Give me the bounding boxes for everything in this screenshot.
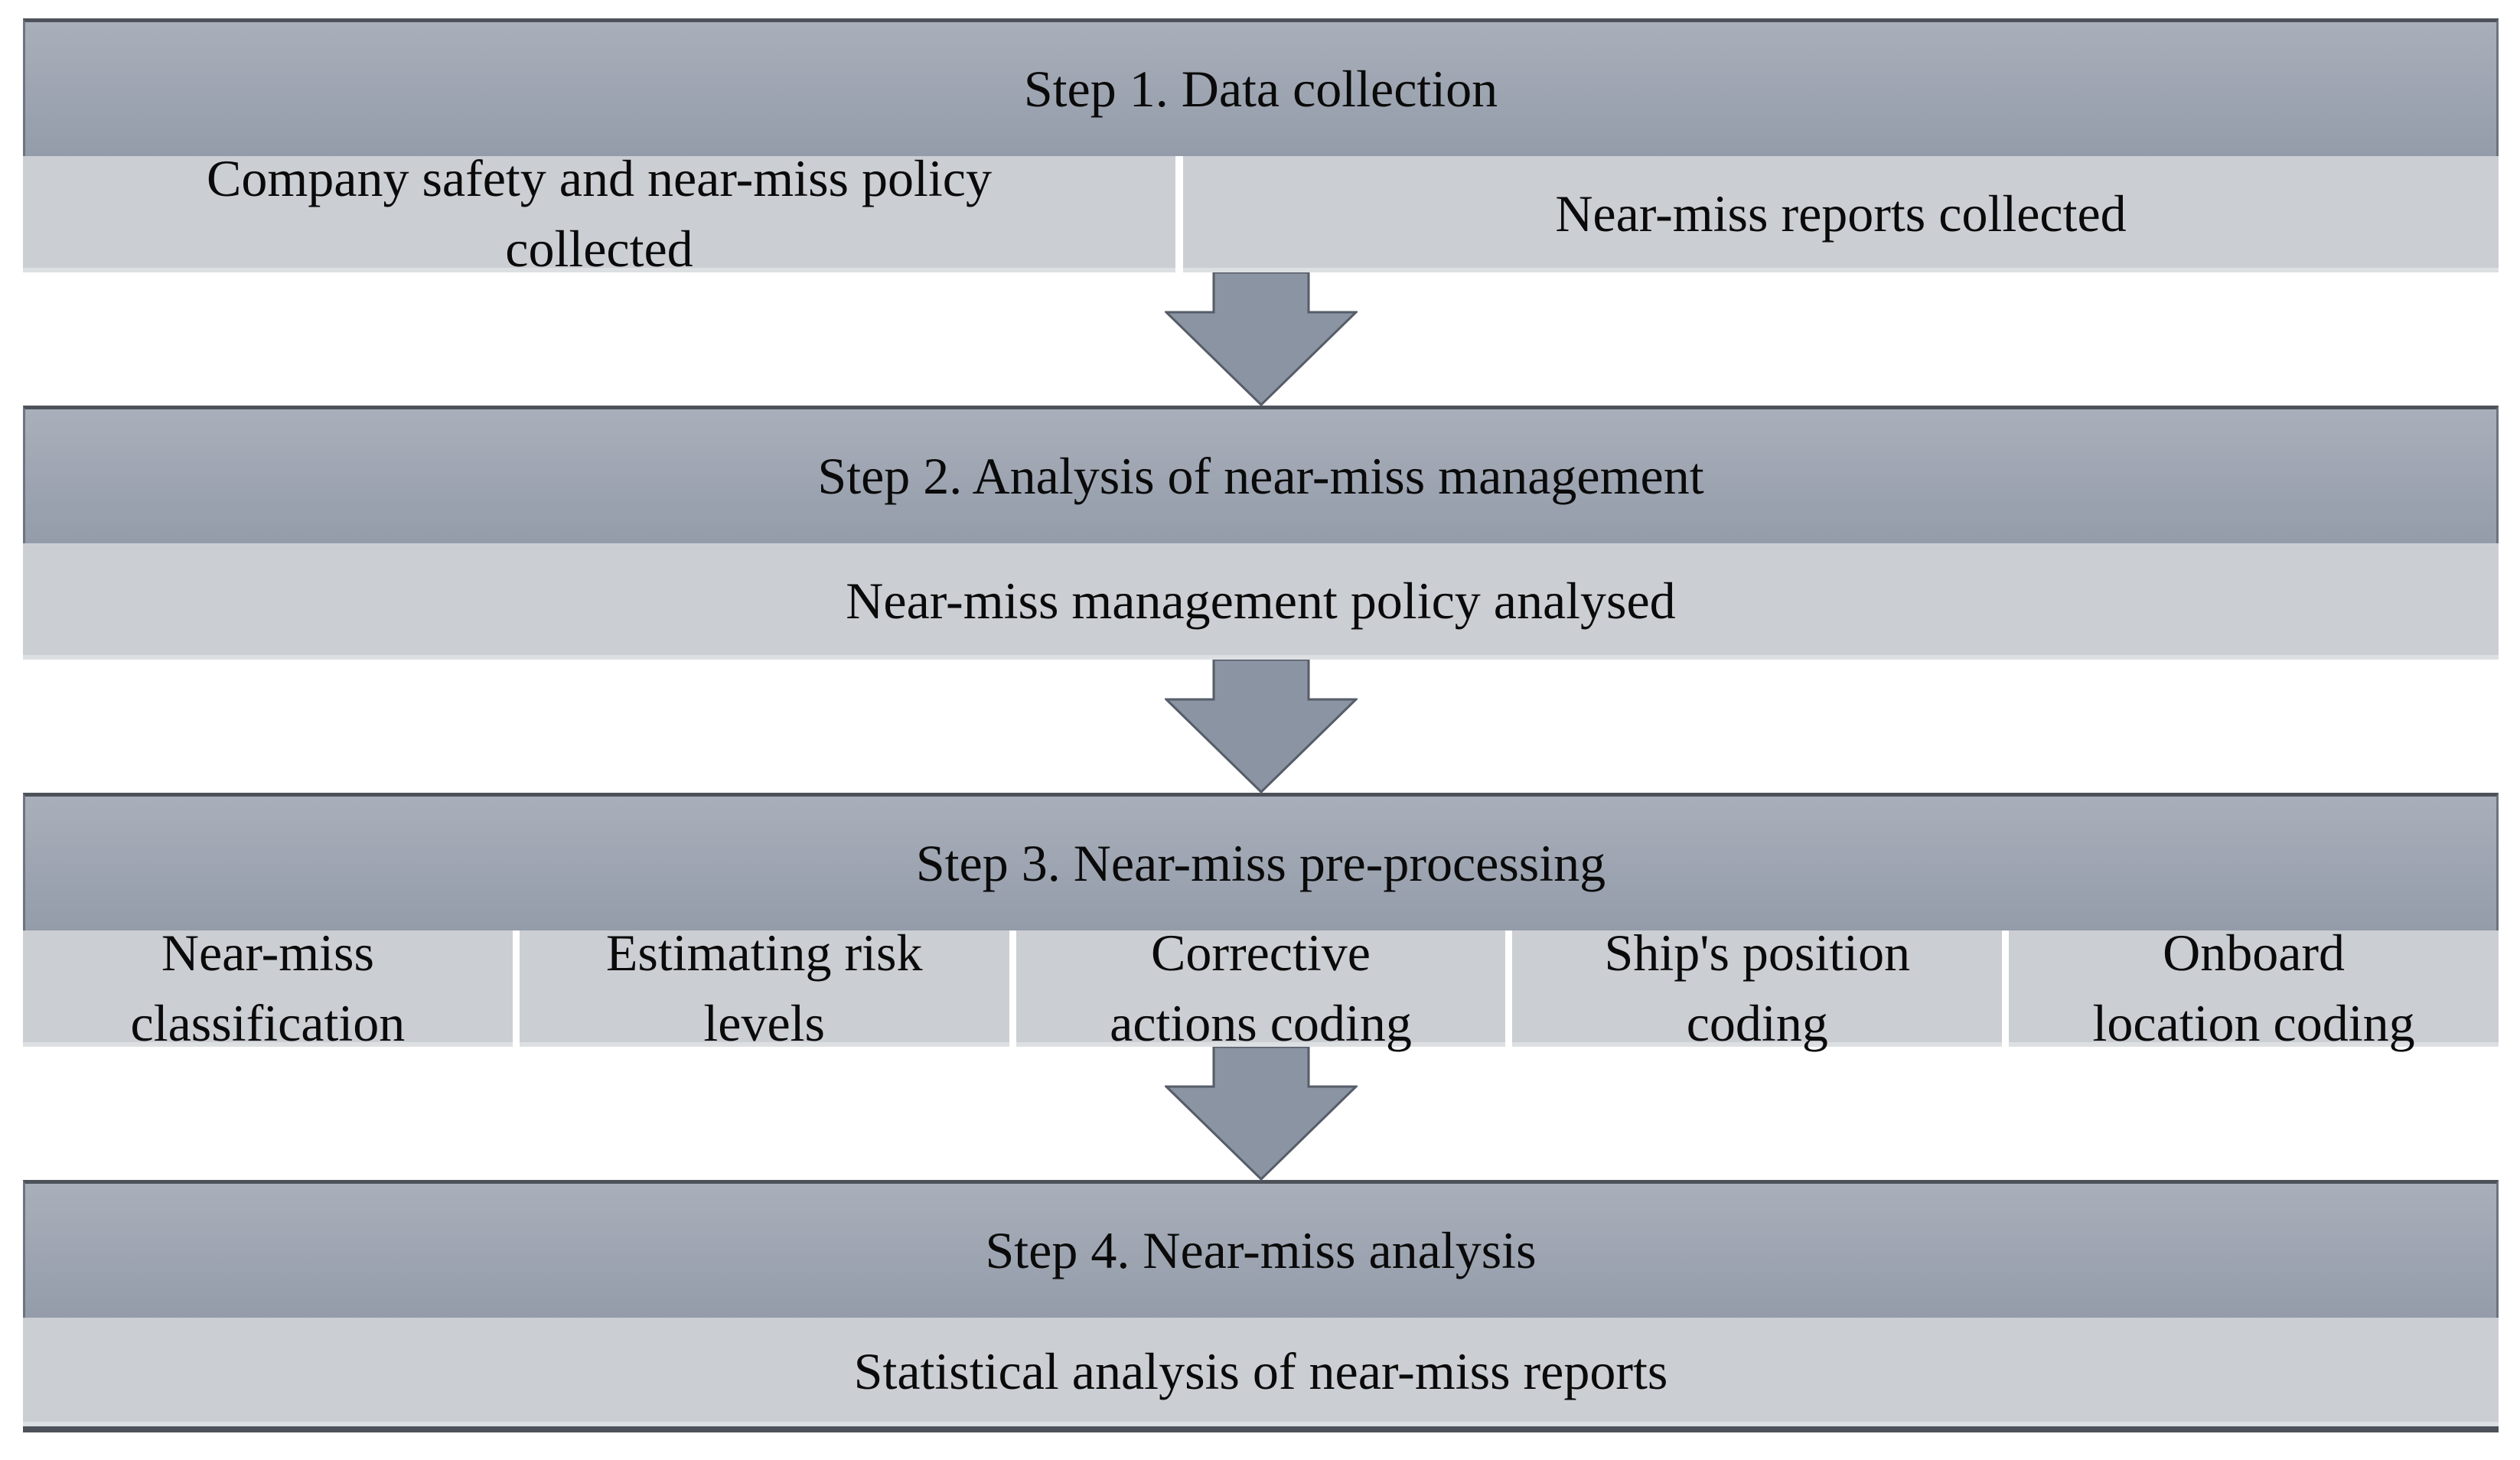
down-arrow-icon	[1164, 272, 1358, 406]
step-4-title: Step 4. Near-miss analysis	[985, 1220, 1537, 1279]
cell-near-miss-reports-collected-label: Near-miss reports collected	[1555, 184, 2127, 243]
step-2-title: Step 2. Analysis of near-miss management	[817, 446, 1704, 505]
step-2-cells: Near-miss management policy analysed	[23, 543, 2499, 660]
cell-statistical-analysis: Statistical analysis of near-miss report…	[23, 1318, 2499, 1426]
cell-estimating-risk-levels: Estimating risk levels	[519, 924, 1009, 1052]
arrow-step3-to-step4	[23, 1047, 2499, 1181]
step-3-title: Step 3. Near-miss pre-processing	[915, 833, 1606, 892]
step-2-block: Step 2. Analysis of near-miss management…	[23, 406, 2499, 660]
cell-corrective-actions-coding-label: Corrective actions coding	[1110, 924, 1412, 1052]
cell-company-policy-collected-label: Company safety and near-miss policy coll…	[207, 149, 992, 278]
cell-policy-analysed: Near-miss management policy analysed	[23, 543, 2499, 660]
cell-near-miss-classification: Near-miss classification	[23, 924, 513, 1052]
step-1-cells: Company safety and near-miss policy coll…	[23, 149, 2499, 278]
cell-estimating-risk-levels-label: Estimating risk levels	[605, 924, 923, 1052]
arrow-step1-to-step2	[23, 272, 2499, 406]
cell-near-miss-classification-label: Near-miss classification	[130, 924, 406, 1052]
cell-company-policy-collected: Company safety and near-miss policy coll…	[23, 149, 1175, 278]
cell-ships-position-coding-label: Ship's position coding	[1604, 924, 1911, 1052]
cell-corrective-actions-coding: Corrective actions coding	[1015, 924, 1506, 1052]
step-3-header: Step 3. Near-miss pre-processing	[23, 793, 2499, 930]
step-2-header: Step 2. Analysis of near-miss management	[23, 406, 2499, 543]
step-1-header: Step 1. Data collection	[23, 18, 2499, 156]
step-4-header: Step 4. Near-miss analysis	[23, 1180, 2499, 1318]
step-1-title: Step 1. Data collection	[1023, 59, 1498, 118]
cell-statistical-analysis-label: Statistical analysis of near-miss report…	[853, 1342, 1668, 1401]
down-arrow-icon	[1164, 1047, 1358, 1181]
cell-ships-position-coding: Ship's position coding	[1512, 924, 2003, 1052]
step-4-block: Step 4. Near-miss analysis Statistical a…	[23, 1180, 2499, 1432]
cell-near-miss-reports-collected: Near-miss reports collected	[1183, 156, 2499, 272]
step-1-block: Step 1. Data collection Company safety a…	[23, 18, 2499, 278]
arrow-step2-to-step3	[23, 660, 2499, 794]
down-arrow-icon	[1164, 660, 1358, 794]
cell-policy-analysed-label: Near-miss management policy analysed	[846, 572, 1676, 631]
step-3-cells: Near-miss classification Estimating risk…	[23, 924, 2499, 1052]
process-flow-diagram: Step 1. Data collection Company safety a…	[23, 18, 2499, 1432]
step-4-cells: Statistical analysis of near-miss report…	[23, 1318, 2499, 1426]
cell-onboard-location-coding-label: Onboard location coding	[2092, 924, 2415, 1052]
step-3-block: Step 3. Near-miss pre-processing Near-mi…	[23, 793, 2499, 1052]
cell-onboard-location-coding: Onboard location coding	[2009, 924, 2499, 1052]
